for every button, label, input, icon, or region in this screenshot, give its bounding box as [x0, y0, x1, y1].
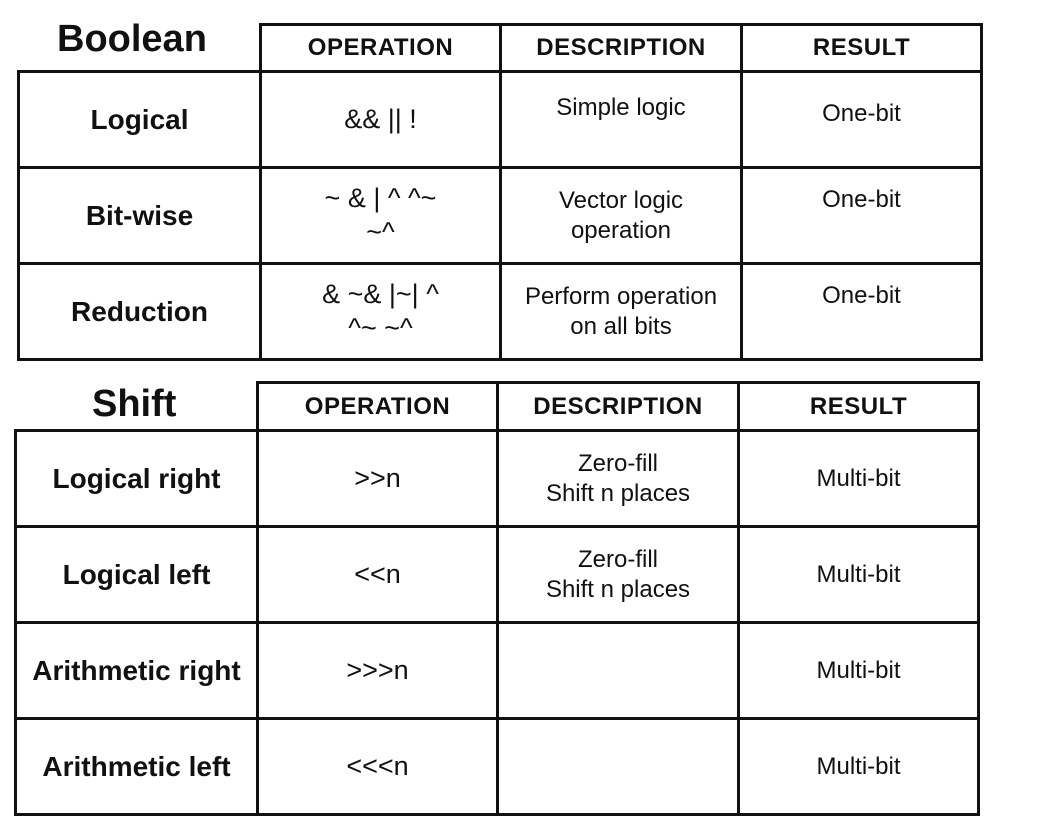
boolean-row-description-logical: Simple logic	[499, 70, 743, 169]
shift-row-label-logical-right: Logical right	[14, 429, 259, 528]
shift-row-operation-logical-right: >>n	[256, 429, 499, 528]
boolean-row-label-reduction: Reduction	[17, 262, 262, 361]
boolean-header-result: RESULT	[740, 23, 983, 73]
shift-header-operation: OPERATION	[256, 381, 499, 432]
boolean-row-result-reduction: One-bit	[740, 262, 983, 361]
shift-row-description-logical-left: Zero-fill Shift n places	[496, 525, 740, 624]
shift-header-description: DESCRIPTION	[496, 381, 740, 432]
shift-row-description-arithmetic-right	[496, 621, 740, 720]
boolean-row-result-logical: One-bit	[740, 70, 983, 169]
shift-title: Shift	[92, 383, 177, 425]
shift-row-result-arithmetic-left: Multi-bit	[737, 717, 980, 816]
boolean-row-label-bitwise: Bit-wise	[17, 166, 262, 265]
shift-row-result-logical-right: Multi-bit	[737, 429, 980, 528]
shift-row-result-arithmetic-right: Multi-bit	[737, 621, 980, 720]
boolean-row-operation-bitwise: ~ & | ^ ^~ ~^	[259, 166, 502, 265]
boolean-title: Boolean	[57, 18, 207, 60]
boolean-row-operation-reduction: & ~& |~| ^ ^~ ~^	[259, 262, 502, 361]
shift-row-label-arithmetic-right: Arithmetic right	[14, 621, 259, 720]
boolean-row-description-reduction: Perform operation on all bits	[499, 262, 743, 361]
boolean-row-label-logical: Logical	[17, 70, 262, 169]
shift-row-operation-logical-left: <<n	[256, 525, 499, 624]
shift-row-label-arithmetic-left: Arithmetic left	[14, 717, 259, 816]
boolean-header-operation: OPERATION	[259, 23, 502, 73]
boolean-header-description: DESCRIPTION	[499, 23, 743, 73]
boolean-row-description-bitwise: Vector logic operation	[499, 166, 743, 265]
shift-row-description-logical-right: Zero-fill Shift n places	[496, 429, 740, 528]
shift-header-result: RESULT	[737, 381, 980, 432]
boolean-row-operation-logical: && || !	[259, 70, 502, 169]
shift-row-operation-arithmetic-left: <<<n	[256, 717, 499, 816]
shift-row-operation-arithmetic-right: >>>n	[256, 621, 499, 720]
shift-row-label-logical-left: Logical left	[14, 525, 259, 624]
shift-row-description-arithmetic-left	[496, 717, 740, 816]
shift-row-result-logical-left: Multi-bit	[737, 525, 980, 624]
boolean-row-result-bitwise: One-bit	[740, 166, 983, 265]
